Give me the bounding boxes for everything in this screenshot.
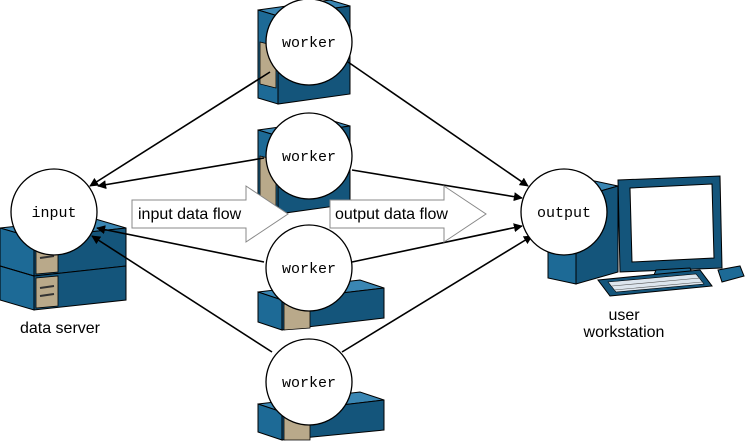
data-server-caption: data server: [20, 320, 101, 337]
input-data-flow-arrow: input data flow: [131, 185, 289, 243]
output-data-flow-arrow: output data flow: [329, 185, 487, 243]
node-worker-3: worker: [265, 224, 353, 312]
node-worker-4: worker: [265, 338, 353, 426]
node-worker-3-label: worker: [282, 261, 336, 278]
node-output-label: output: [537, 205, 591, 222]
node-worker-4-label: worker: [282, 375, 336, 392]
node-output: output: [520, 168, 608, 256]
output-data-flow-label: output data flow: [335, 206, 448, 223]
node-input: input: [10, 168, 98, 256]
user-workstation-caption-line1: user: [608, 307, 640, 324]
user-workstation-caption-line2: workstation: [583, 324, 665, 341]
input-data-flow-label: input data flow: [138, 206, 242, 223]
arrows: [89, 61, 533, 353]
node-input-label: input: [31, 205, 76, 222]
node-worker-2: worker: [265, 112, 353, 200]
node-worker-2-label: worker: [282, 149, 336, 166]
node-worker-1-label: worker: [282, 35, 336, 52]
node-worker-1: worker: [265, 0, 353, 86]
